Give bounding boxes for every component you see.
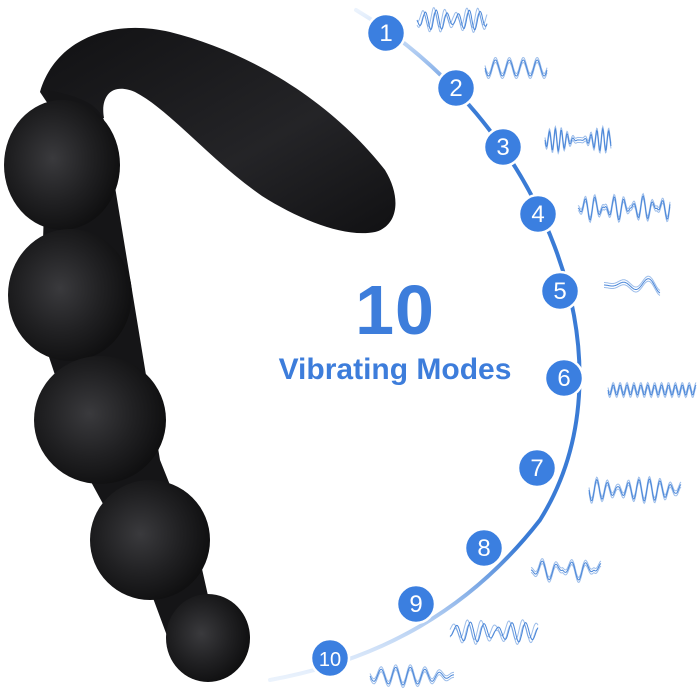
product-bead [90,480,210,600]
waveform-icon [544,124,612,155]
mode-number: 6 [557,365,570,392]
mode-badge: 9 [395,583,437,625]
mode-count: 10 [355,271,435,349]
mode-badge: 5 [539,270,581,312]
product-bead [8,229,132,361]
product-image [4,27,396,682]
mode-badge-circle [482,126,524,168]
mode-badge-circle [543,357,585,399]
mode-number: 5 [553,278,566,305]
mode-number: 8 [477,535,490,562]
waveform-icon [530,558,602,583]
mode-list: 1 2 3 4 5 6 7 8 9 10 [309,6,697,689]
mode-number: 4 [531,201,544,228]
mode-arc [268,8,582,682]
headline: 10 Vibrating Modes [250,272,540,388]
mode-badge-circle [435,67,477,109]
waveform-icon [416,6,488,34]
mode-badge-circle [516,447,558,489]
mode-badge-circle [309,637,351,679]
waveform-icon [369,664,454,689]
mode-badge: 3 [482,126,524,168]
mode-badge-circle [395,583,437,625]
waveform-icon [607,381,697,399]
product-bead [4,100,120,230]
mode-badge: 4 [517,193,559,235]
mode-badge: 2 [435,67,477,109]
product-bead [166,594,250,682]
mode-number: 9 [409,591,422,618]
product-bead [34,356,166,484]
mode-number: 7 [530,455,543,482]
mode-badge-circle [539,270,581,312]
mode-number: 2 [449,75,462,102]
headline-subtitle: Vibrating Modes [278,353,512,386]
mode-number: 10 [319,649,341,671]
mode-number: 1 [379,20,392,47]
mode-badge: 10 [309,637,351,679]
waveform-icon [449,619,539,646]
mode-badge: 8 [463,527,505,569]
mode-badge: 6 [543,357,585,399]
mode-badge: 1 [365,12,407,54]
mode-badge-circle [517,193,559,235]
waveform-icon [577,192,671,224]
mode-badge-circle [463,527,505,569]
waveform-icon [588,475,682,505]
mode-number: 3 [496,134,509,161]
waveform-icon [604,275,661,296]
mode-badge: 7 [516,447,558,489]
waveform-icon [484,56,548,80]
mode-badge-circle [365,12,407,54]
product-arm [40,27,396,234]
